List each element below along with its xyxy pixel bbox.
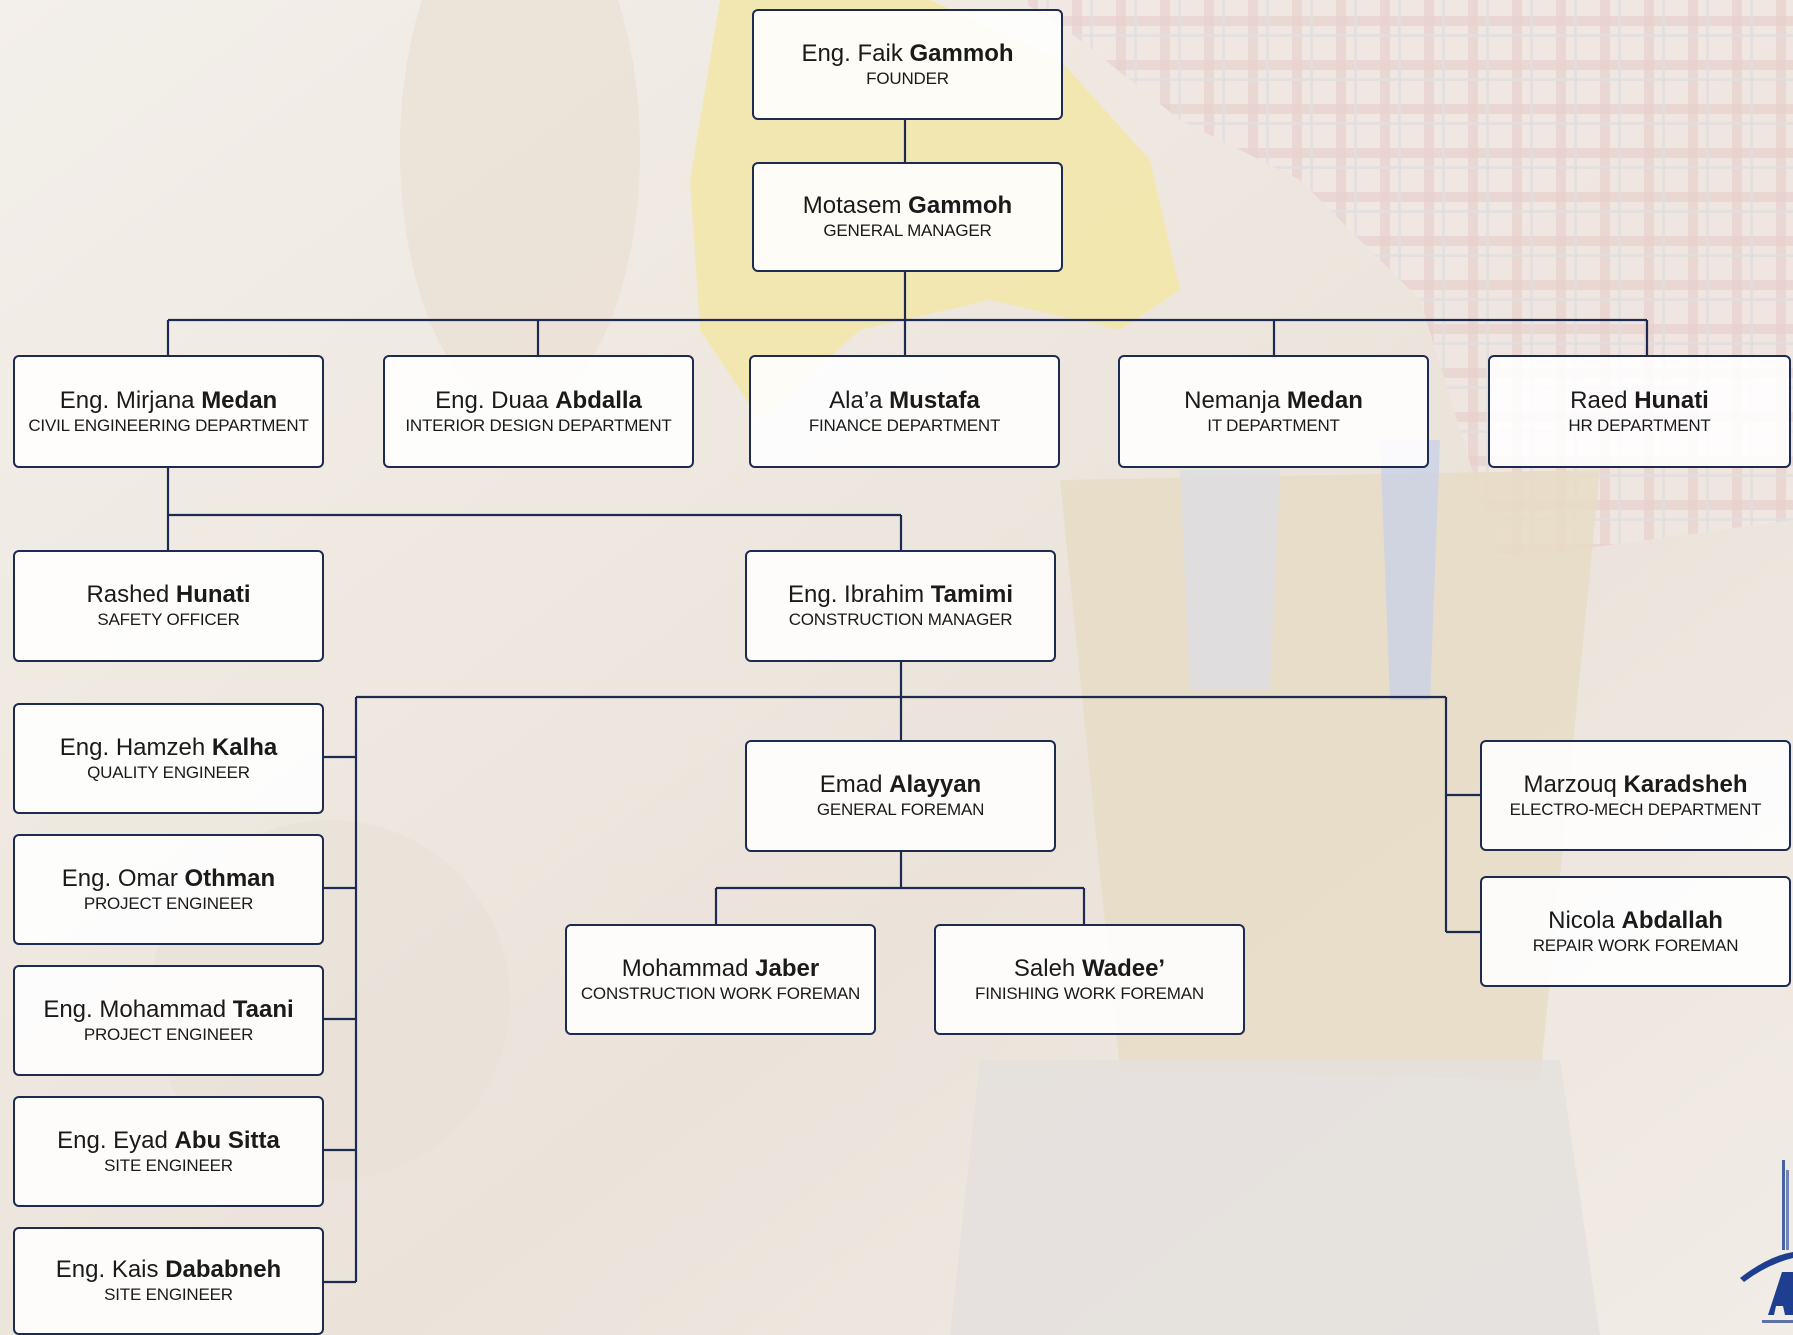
hr-role: HR DEPARTMENT (1568, 415, 1711, 435)
connector-gm-departments (166, 272, 1649, 355)
civil-name: Eng. Mirjana Medan (59, 386, 278, 414)
site2-role: SITE ENGINEER (104, 1285, 233, 1304)
safety-role: SAFETY OFFICER (97, 610, 240, 629)
gm-name: Motasem Gammoh (802, 192, 1013, 219)
node-electro-mech[interactable]: Marzouq Karadsheh ELECTRO-MECH DEPARTMEN… (1480, 740, 1791, 851)
company-logo (1740, 1160, 1793, 1323)
connector-civil-reports (166, 468, 903, 550)
project1-role: PROJECT ENGINEER (83, 893, 254, 913)
construction-manager-name: Eng. Ibrahim Tamimi (788, 581, 1013, 608)
construction-manager-role: CONSTRUCTION MANAGER (788, 610, 1013, 629)
hr-name: Raed Hunati (1570, 386, 1709, 414)
node-quality-engineer[interactable]: Eng. Hamzeh Kalha QUALITY ENGINEER (13, 703, 324, 814)
node-interior-design[interactable]: Eng. Duaa Abdalla INTERIOR DESIGN DEPART… (383, 355, 694, 468)
site2-name: Eng. Kais Dababneh (55, 1256, 282, 1283)
safety-name: Rashed Hunati (86, 581, 251, 608)
finance-role: FINANCE DEPARTMENT (808, 415, 1001, 435)
node-repair-work-foreman[interactable]: Nicola Abdallah REPAIR WORK FOREMAN (1480, 876, 1791, 987)
node-finance[interactable]: Ala’a Mustafa FINANCE DEPARTMENT (749, 355, 1060, 468)
node-site-engineer-1[interactable]: Eng. Eyad Abu Sitta SITE ENGINEER (13, 1096, 324, 1207)
site1-role: SITE ENGINEER (104, 1155, 233, 1175)
quality-role: QUALITY ENGINEER (87, 762, 250, 782)
project2-name: Eng. Mohammad Taani (43, 995, 294, 1023)
node-site-engineer-2[interactable]: Eng. Kais Dababneh SITE ENGINEER (13, 1227, 324, 1335)
finishing-foreman-role: FINISHING WORK FOREMAN (975, 983, 1204, 1003)
finishing-foreman-name: Saleh Wadee’ (1013, 954, 1166, 982)
node-finishing-work-foreman[interactable]: Saleh Wadee’ FINISHING WORK FOREMAN (934, 924, 1245, 1035)
construction-foreman-name: Mohammad Jaber (621, 954, 820, 982)
founder-role: FOUNDER (866, 68, 949, 88)
repair-name: Nicola Abdallah (1548, 906, 1723, 934)
repair-role: REPAIR WORK FOREMAN (1532, 935, 1739, 955)
node-project-engineer-2[interactable]: Eng. Mohammad Taani PROJECT ENGINEER (13, 965, 324, 1076)
node-founder[interactable]: Eng. Faik Gammoh FOUNDER (752, 9, 1063, 120)
founder-name: Eng. Faik Gammoh (801, 39, 1014, 67)
electro-role: ELECTRO-MECH DEPARTMENT (1509, 799, 1762, 819)
general-foreman-name: Emad Alayyan (819, 771, 982, 798)
node-construction-work-foreman[interactable]: Mohammad Jaber CONSTRUCTION WORK FOREMAN (565, 924, 876, 1035)
gm-role: GENERAL MANAGER (823, 221, 992, 240)
interior-name: Eng. Duaa Abdalla (435, 386, 642, 414)
civil-role: CIVIL ENGINEERING DEPARTMENT (28, 415, 309, 435)
node-it[interactable]: Nemanja Medan IT DEPARTMENT (1118, 355, 1429, 468)
node-general-manager[interactable]: Motasem Gammoh GENERAL MANAGER (752, 162, 1063, 272)
node-general-foreman[interactable]: Emad Alayyan GENERAL FOREMAN (745, 740, 1056, 852)
project2-role: PROJECT ENGINEER (83, 1024, 254, 1044)
it-role: IT DEPARTMENT (1207, 415, 1340, 435)
it-name: Nemanja Medan (1184, 386, 1363, 414)
node-project-engineer-1[interactable]: Eng. Omar Othman PROJECT ENGINEER (13, 834, 324, 945)
general-foreman-role: GENERAL FOREMAN (816, 800, 985, 819)
connector-general-foreman-reports (714, 852, 1086, 924)
node-hr[interactable]: Raed Hunati HR DEPARTMENT (1488, 355, 1791, 468)
node-safety-officer[interactable]: Rashed Hunati SAFETY OFFICER (13, 550, 324, 662)
node-construction-manager[interactable]: Eng. Ibrahim Tamimi CONSTRUCTION MANAGER (745, 550, 1056, 662)
electro-name: Marzouq Karadsheh (1523, 770, 1748, 798)
site1-name: Eng. Eyad Abu Sitta (57, 1126, 280, 1154)
quality-name: Eng. Hamzeh Kalha (59, 733, 278, 761)
project1-name: Eng. Omar Othman (61, 864, 276, 892)
finance-name: Ala’a Mustafa (829, 386, 980, 414)
node-civil-engineering[interactable]: Eng. Mirjana Medan CIVIL ENGINEERING DEP… (13, 355, 324, 468)
connector-construction-manager-reports (324, 662, 1480, 1284)
construction-foreman-role: CONSTRUCTION WORK FOREMAN (580, 983, 861, 1003)
interior-role: INTERIOR DESIGN DEPARTMENT (405, 415, 672, 435)
